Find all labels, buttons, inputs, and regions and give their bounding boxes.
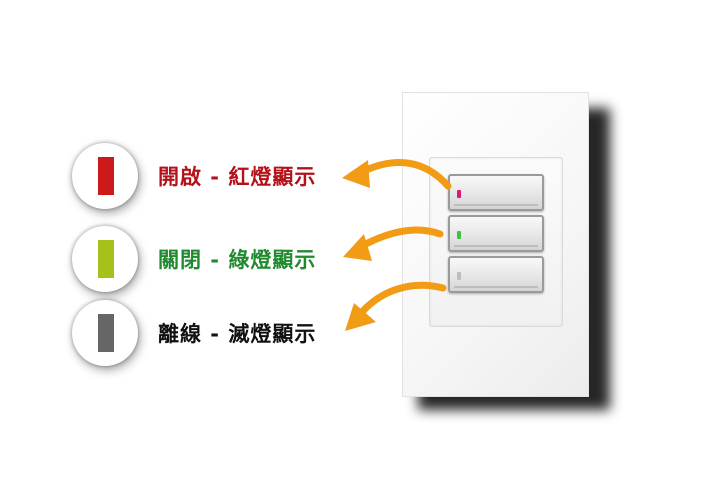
off-light-swatch-icon <box>98 314 114 352</box>
legend-disc <box>72 300 138 366</box>
legend-label-offline: 離線 - 滅燈顯示 <box>158 322 317 346</box>
arrow-to-switch-2-icon <box>358 226 444 250</box>
legend-row-off: 關閉 - 綠燈顯示 <box>0 224 360 294</box>
red-light-swatch-icon <box>98 157 114 195</box>
rocker-switch-2[interactable] <box>448 215 544 252</box>
rocker-switch-3[interactable] <box>448 256 544 293</box>
led-indicator-icon <box>457 190 461 198</box>
arrow-head-2-icon <box>343 234 372 261</box>
legend-row-on: 開啟 - 紅燈顯示 <box>0 141 360 211</box>
legend-label-off: 關閉 - 綠燈顯示 <box>158 248 317 272</box>
arrow-to-switch-3-icon <box>358 281 447 316</box>
legend-disc <box>72 143 138 209</box>
arrow-head-1-icon <box>342 160 370 188</box>
legend-row-offline: 離線 - 滅燈顯示 <box>0 298 360 368</box>
legend-label-on: 開啟 - 紅燈顯示 <box>158 165 317 189</box>
rocker-switch-1[interactable] <box>448 174 544 211</box>
arrow-to-switch-1-icon <box>358 159 452 190</box>
arrow-head-3-icon <box>345 303 376 331</box>
led-indicator-icon <box>457 231 461 239</box>
legend-disc <box>72 226 138 292</box>
green-light-swatch-icon <box>98 240 114 278</box>
led-indicator-icon <box>457 272 461 280</box>
